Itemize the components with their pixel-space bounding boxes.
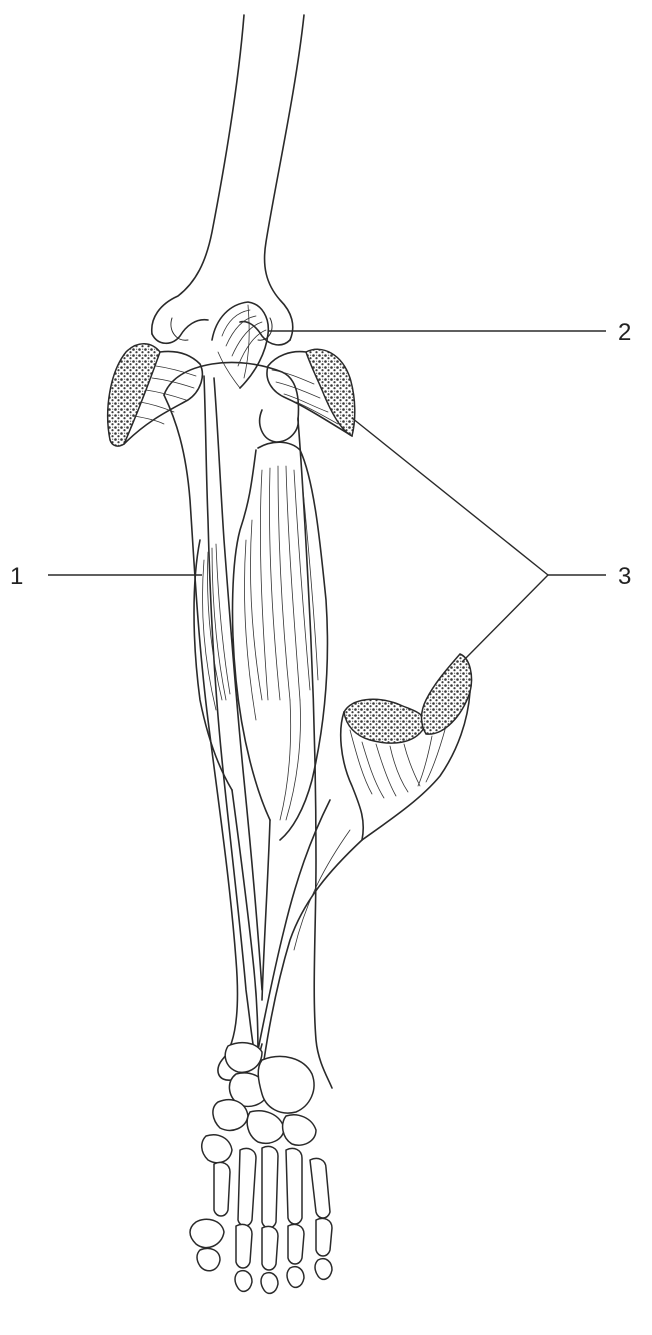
- label-3: 3: [618, 563, 631, 590]
- label-2: 2: [618, 319, 631, 346]
- muscle-cut-left: [108, 344, 203, 446]
- muscle-upper-central: [212, 302, 268, 388]
- foot-skeleton: [190, 1043, 332, 1294]
- label-1: 1: [10, 563, 23, 590]
- leader-line-3b: [462, 575, 548, 662]
- muscle-central-belly: [233, 442, 328, 840]
- leader-line-3a: [352, 418, 548, 575]
- femur: [152, 15, 304, 345]
- muscle-reflected-3: [258, 654, 472, 1060]
- muscle-cut-right: [267, 349, 355, 436]
